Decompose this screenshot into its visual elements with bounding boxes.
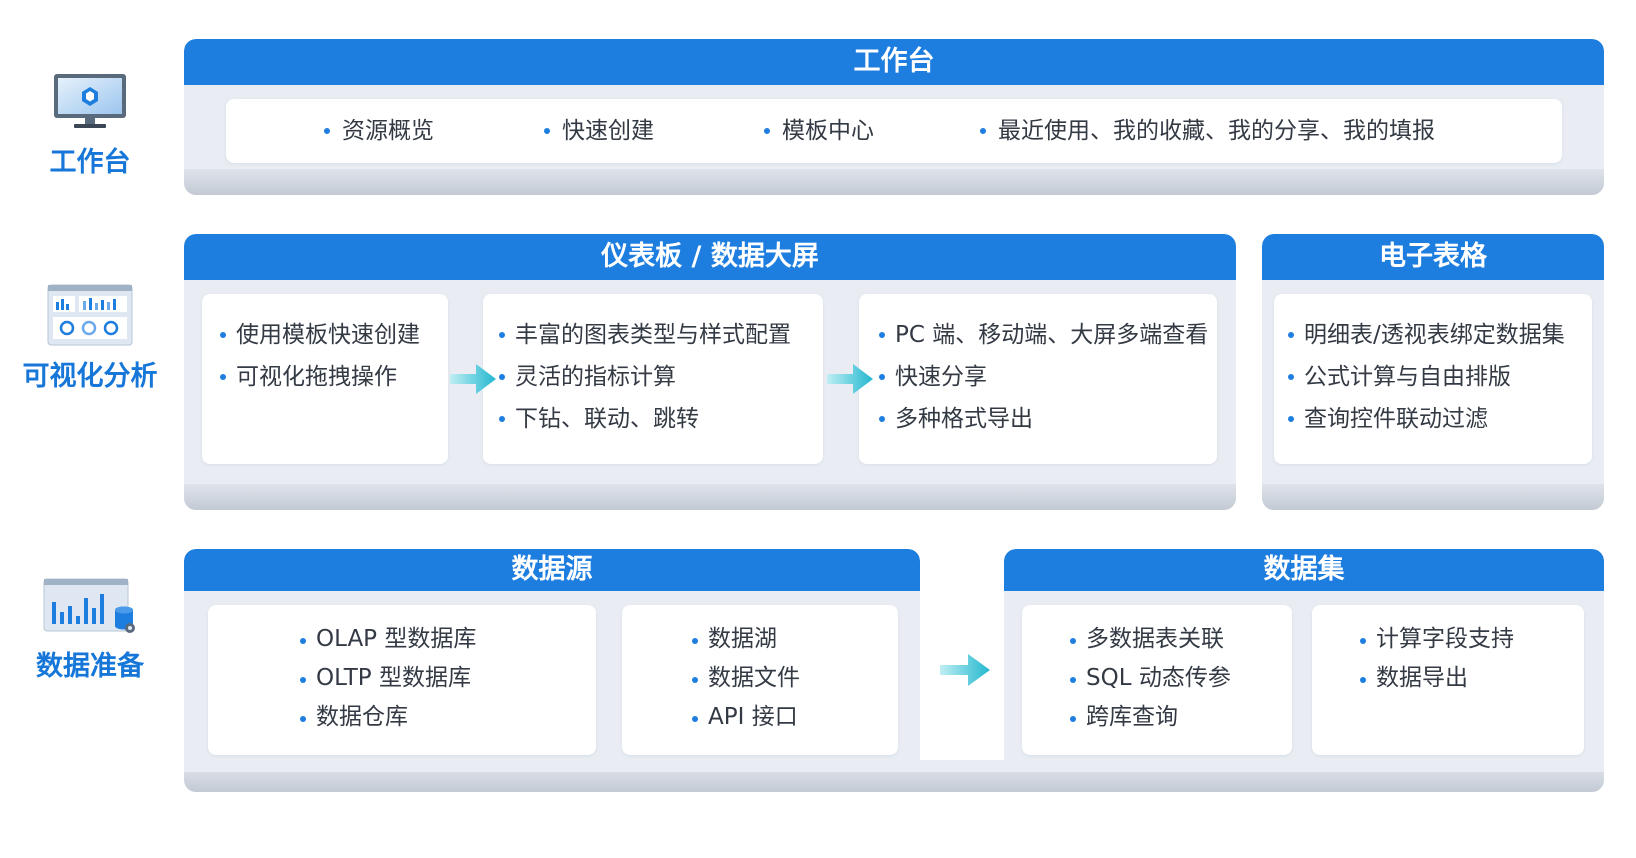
dashboard-card-share: PC 端、移动端、大屏多端查看 快速分享 多种格式导出 (859, 294, 1217, 464)
list-item: 计算字段支持 (1358, 620, 1584, 659)
list-item: 数据文件 (690, 659, 898, 698)
list-item: 数据导出 (1358, 659, 1584, 698)
section-data-prep: 数据准备 (0, 578, 180, 683)
spreadsheet-header: 电子表格 (1262, 234, 1604, 280)
dashboard-card-charts: 丰富的图表类型与样式配置 灵活的指标计算 下钻、联动、跳转 (483, 294, 823, 464)
workbench-header: 工作台 (184, 39, 1604, 85)
list-item: 资源概览 (322, 99, 434, 163)
spreadsheet-card: 明细表/透视表绑定数据集 公式计算与自由排版 查询控件联动过滤 (1274, 294, 1592, 464)
list-item: 快速创建 (542, 99, 654, 163)
workbench-panel: 工作台 资源概览 快速创建 模板中心 最近使用、我的收藏、我的分享、我的填报 (184, 39, 1604, 195)
datasource-panel: 数据源 OLAP 型数据库 OLTP 型数据库 数据仓库 数据湖 数据文件 AP… (184, 549, 920, 772)
data-chart-icon (43, 578, 135, 633)
list-item: 数据湖 (690, 620, 898, 659)
list-item: SQL 动态传参 (1068, 659, 1292, 698)
list-item: 多种格式导出 (877, 398, 1217, 440)
arrow-right-icon (940, 654, 990, 686)
section-label-data-prep: 数据准备 (36, 651, 144, 682)
datasource-card-files: 数据湖 数据文件 API 接口 (622, 605, 898, 755)
dataset-card-join: 多数据表关联 SQL 动态传参 跨库查询 (1022, 605, 1292, 755)
list-item: 丰富的图表类型与样式配置 (497, 314, 823, 356)
list-item: 最近使用、我的收藏、我的分享、我的填报 (978, 99, 1435, 163)
datasource-card-db: OLAP 型数据库 OLTP 型数据库 数据仓库 (208, 605, 596, 755)
list-item: 多数据表关联 (1068, 620, 1292, 659)
section-visual-analysis: 可视化分析 (0, 284, 180, 393)
list-item: 数据仓库 (298, 698, 596, 737)
list-item: API 接口 (690, 698, 898, 737)
section-workbench: 工作台 (0, 72, 180, 179)
section-label-visual-analysis: 可视化分析 (22, 361, 158, 392)
dataset-header: 数据集 (1004, 549, 1604, 591)
list-item: 下钻、联动、跳转 (497, 398, 823, 440)
list-item: 快速分享 (877, 356, 1217, 398)
connector-bg (920, 760, 1004, 772)
monitor-icon (54, 74, 126, 128)
list-item: OLTP 型数据库 (298, 659, 596, 698)
list-item: 公式计算与自由排版 (1286, 356, 1592, 398)
panel-base (1262, 484, 1604, 510)
list-item: OLAP 型数据库 (298, 620, 596, 659)
datasource-header: 数据源 (184, 549, 920, 591)
arrow-right-icon (450, 364, 496, 394)
spreadsheet-panel: 电子表格 明细表/透视表绑定数据集 公式计算与自由排版 查询控件联动过滤 (1262, 234, 1604, 510)
list-item: 查询控件联动过滤 (1286, 398, 1592, 440)
list-item: 模板中心 (762, 99, 874, 163)
list-item: 灵活的指标计算 (497, 356, 823, 398)
list-item: 明细表/透视表绑定数据集 (1286, 314, 1592, 356)
panel-base (184, 169, 1604, 195)
dataset-card-calc: 计算字段支持 数据导出 (1312, 605, 1584, 755)
list-item: 跨库查询 (1068, 698, 1292, 737)
arrow-right-icon (827, 364, 873, 394)
list-item: 可视化拖拽操作 (218, 356, 448, 398)
dashboard-header: 仪表板 / 数据大屏 (184, 234, 1236, 280)
list-item: 使用模板快速创建 (218, 314, 448, 356)
dashboard-icon (47, 284, 133, 346)
section-label-workbench: 工作台 (49, 147, 131, 178)
panel-base (184, 484, 1236, 510)
workbench-card: 资源概览 快速创建 模板中心 最近使用、我的收藏、我的分享、我的填报 (226, 99, 1562, 163)
dashboard-panel: 仪表板 / 数据大屏 使用模板快速创建 可视化拖拽操作 丰富的图表类型与样式配置… (184, 234, 1236, 510)
dashboard-card-create: 使用模板快速创建 可视化拖拽操作 (202, 294, 448, 464)
list-item: PC 端、移动端、大屏多端查看 (877, 314, 1217, 356)
dataset-panel: 数据集 多数据表关联 SQL 动态传参 跨库查询 计算字段支持 数据导出 (1004, 549, 1604, 772)
